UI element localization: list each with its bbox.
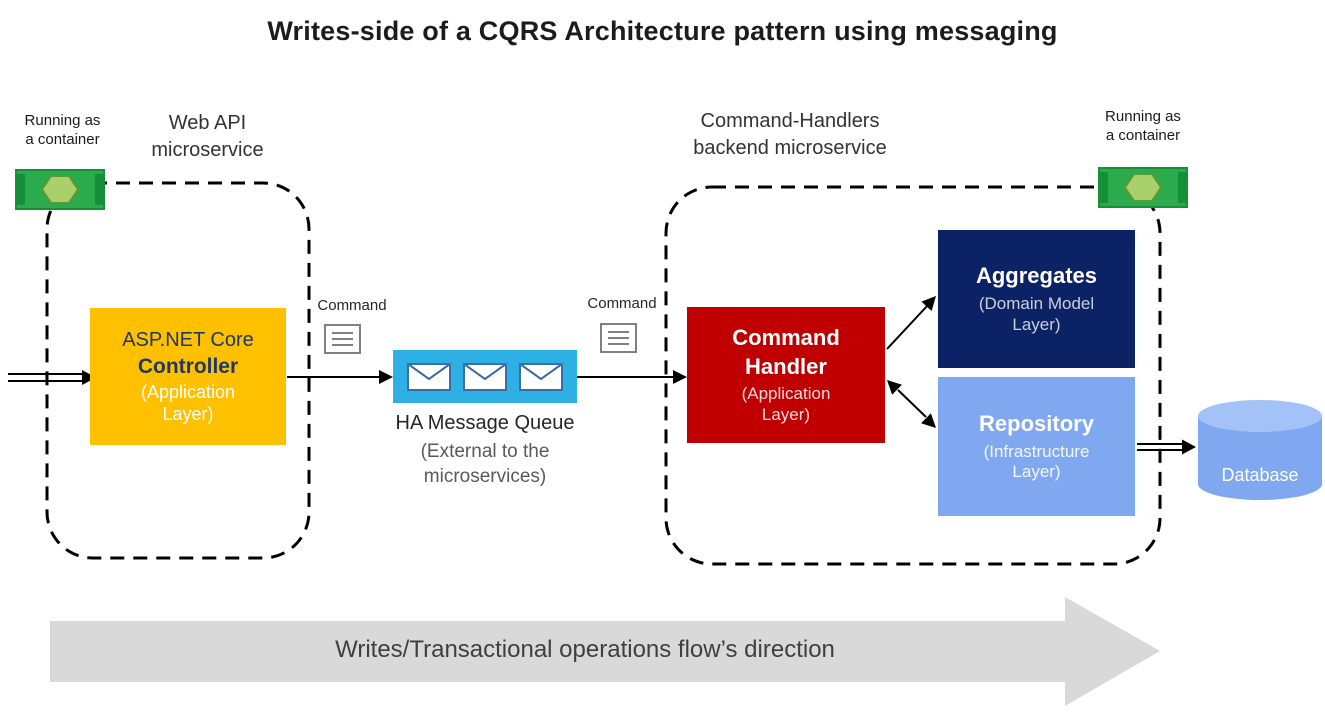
command-handler-layer-label: (Application Layer) xyxy=(741,384,831,425)
envelope-icon xyxy=(463,362,507,391)
queue-name-label: HA Message Queue xyxy=(395,412,575,434)
left-container-icon xyxy=(14,167,106,217)
right-container-icon xyxy=(1097,165,1189,215)
database-cylinder: Database xyxy=(1196,398,1324,502)
database-label: Database xyxy=(1221,465,1299,485)
command-message-icon-left xyxy=(324,324,361,359)
handler-repository-arrow xyxy=(897,389,927,418)
repository-to-database-arrow xyxy=(1137,443,1183,451)
web-api-microservice-label: Web API microservice xyxy=(151,112,264,161)
repository-box: Repository (Infrastructure Layer) xyxy=(938,377,1135,516)
aspnet-controller-box: ASP.NET Core Controller (Application Lay… xyxy=(90,308,286,445)
flow-direction-label: Writes/Transactional operations flow’s d… xyxy=(335,636,835,663)
command-handler-box: Command Handler (Application Layer) xyxy=(687,307,885,443)
aggregates-layer-label: (Domain Model Layer) xyxy=(978,294,1095,334)
command-handlers-microservice-label: Command-Handlers backend microservice xyxy=(693,110,887,159)
queue-to-handler-arrow-head xyxy=(673,370,687,384)
command-label-left: Command xyxy=(317,297,387,314)
handler-repository-arrow-head-left xyxy=(887,380,902,395)
diagram-title: Writes-side of a CQRS Architecture patte… xyxy=(267,16,1058,46)
database-icon xyxy=(1198,400,1322,500)
controller-layer-label: (Application Layer) xyxy=(140,382,236,425)
command-label-right: Command xyxy=(587,295,657,312)
repository-to-database-arrow-head xyxy=(1182,439,1196,455)
message-queue-box xyxy=(393,350,577,403)
command-handler-title: Command Handler xyxy=(732,325,840,379)
command-message-icon-right xyxy=(600,323,637,358)
aggregates-title: Aggregates xyxy=(975,263,1098,289)
queue-note-label: (External to the microservices) xyxy=(420,441,550,487)
controller-product-label: ASP.NET Core xyxy=(122,328,254,351)
envelope-icon xyxy=(519,362,563,391)
controller-to-queue-arrow-head xyxy=(379,370,393,384)
left-running-as-container-note: Running as a container xyxy=(24,112,101,148)
right-running-as-container-note: Running as a container xyxy=(1105,108,1181,144)
repository-title: Repository xyxy=(979,410,1094,436)
handler-to-aggregates-arrow-head xyxy=(921,296,936,311)
controller-name-label: Controller xyxy=(137,354,239,378)
handler-to-aggregates-arrow xyxy=(886,304,929,350)
input-arrow xyxy=(8,373,84,382)
repository-layer-label: (Infrastructure Layer) xyxy=(983,441,1090,482)
aggregates-box: Aggregates (Domain Model Layer) xyxy=(938,230,1135,368)
envelope-icon xyxy=(407,362,451,391)
handler-repository-arrow-head-right xyxy=(921,413,936,428)
